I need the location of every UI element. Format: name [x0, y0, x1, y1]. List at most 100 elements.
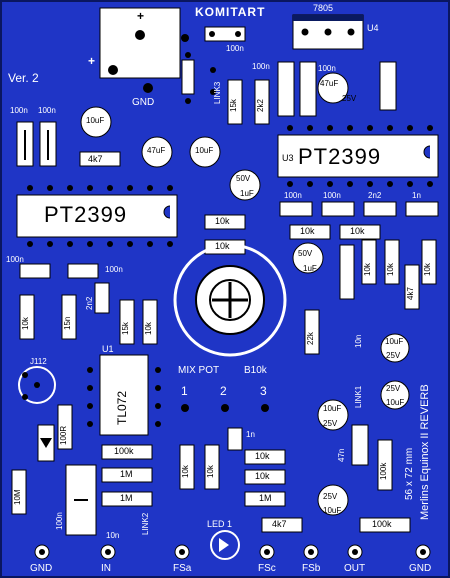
pad-gnd-right: GND — [409, 563, 432, 574]
cap-100n-u3-a: 100n — [284, 191, 302, 200]
diode-5817 — [181, 59, 195, 95]
res-100k-b: 100k — [372, 519, 392, 529]
res-10k-c: 10k — [300, 226, 315, 236]
ic-u2-body — [16, 194, 178, 238]
res-10k-mid: 10k — [144, 322, 153, 335]
u3-designator: U3 — [282, 153, 294, 163]
res-100r: 100R — [59, 425, 68, 445]
ecap-10u-a: 10uF — [86, 116, 105, 125]
link2-label: LINK2 — [141, 512, 150, 535]
res-1m-c: 1M — [259, 493, 272, 503]
ic-tl072-body — [99, 354, 149, 436]
cap-100n-u2-b: 100n — [105, 265, 123, 274]
link3-label: LINK3 — [213, 81, 222, 104]
version-label: Ver. 2 — [8, 71, 39, 85]
ecap-47u-volt: 25V — [342, 94, 357, 103]
ecap-25v-d: 25V — [386, 384, 401, 393]
ecap-47u-b: 47uF — [147, 146, 166, 155]
cap-2n2-left: 2n2 — [85, 296, 94, 310]
res-15k-top: 15k — [229, 99, 238, 112]
pad-out: OUT — [344, 563, 366, 574]
ecap-50v-a: 50V — [236, 174, 251, 183]
power-plus-label: + — [137, 9, 145, 23]
cap-100n-right: 100n — [318, 64, 336, 73]
ecap-1u-a: 1uF — [240, 189, 254, 198]
ecap-10u-e: 10uF — [323, 404, 342, 413]
pot-pin-1: 1 — [181, 384, 188, 398]
ecap-10u-b: 10uF — [195, 146, 214, 155]
cap-100n-mid: 100n — [252, 62, 270, 71]
res-4k7-top: 4k7 — [88, 154, 103, 164]
led-label: LED 1 — [207, 519, 233, 529]
reg-pin-in: IN — [298, 39, 306, 48]
res-4k7-bottom: 4k7 — [272, 519, 287, 529]
power-plus-outer-label: + — [88, 54, 96, 68]
cap-10n-right: 10n — [354, 334, 363, 348]
j112-label: J112 — [30, 357, 47, 366]
pad-fsc: FSc — [258, 563, 276, 574]
res-10k-d: 10k — [350, 226, 365, 236]
cap-10n-bottom: 10n — [106, 531, 120, 540]
board-size: 56 x 72 mm — [404, 447, 415, 500]
res-10k-b2: 10k — [206, 465, 215, 478]
res-100k-a: 100k — [114, 446, 134, 456]
cap-100n-top: 100n — [226, 44, 244, 53]
res-4k7-right: 4k7 — [406, 287, 415, 300]
res-100k-vert: 100k — [379, 462, 388, 480]
pad-in: IN — [101, 563, 111, 574]
diode-5817-label: 5817 — [183, 74, 192, 92]
pot-pin-3: 3 — [260, 384, 267, 398]
ecap-10u-d: 10uF — [386, 398, 405, 407]
link1-label: LINK1 — [354, 385, 363, 408]
ecap-10u-c: 10uF — [385, 337, 404, 346]
cap-1n-u3: 1n — [412, 191, 421, 200]
res-10k-b: 10k — [215, 241, 230, 251]
ecap-25v-f: 25V — [323, 492, 338, 501]
reg-pin-out: OUT — [340, 39, 357, 48]
cap-2n2-u3: 2n2 — [368, 191, 382, 200]
res-10k-b4: 10k — [255, 471, 270, 481]
res-2k2-top: 2k2 — [256, 99, 265, 112]
ic-tl072-label: TL072 — [115, 390, 129, 425]
ic-u2-label: PT2399 — [44, 202, 128, 227]
res-10k-left: 10k — [21, 317, 30, 330]
res-10k-r2: 10k — [386, 263, 395, 276]
cap-100n-left-a: 100n — [10, 106, 28, 115]
cap-15n-left: 15n — [63, 316, 72, 330]
res-10k-b1: 10k — [181, 465, 190, 478]
res-22k: 22k — [306, 332, 315, 345]
pot-pin-2: 2 — [220, 384, 227, 398]
cap-100n-u2-a: 100n — [6, 255, 24, 264]
cap-47n: 47n — [337, 448, 346, 462]
u4-label: U4 — [367, 23, 379, 33]
ecap-25v-e: 25V — [323, 419, 338, 428]
cap-100n-bottom: 100n — [55, 512, 64, 530]
cap-100n-left-b: 100n — [38, 106, 56, 115]
pot-value: B10k — [244, 365, 267, 376]
res-1m-a: 1M — [120, 469, 133, 479]
transistor-j112 — [18, 366, 56, 404]
board-title: Merlins Equinox II REVERB — [419, 384, 431, 520]
mix-pot-ring — [173, 243, 287, 357]
pad-fsb: FSb — [302, 563, 321, 574]
ic-u3-body — [277, 134, 439, 178]
pad-fsa: FSa — [173, 563, 192, 574]
u2-designator: U2 — [20, 211, 32, 221]
brand-label: KOMITART — [195, 5, 266, 19]
regulator-label: 7805 — [313, 3, 334, 13]
power-gnd-label: GND — [132, 97, 155, 108]
res-10k-a: 10k — [215, 216, 230, 226]
led-outline — [210, 530, 240, 560]
pad-gnd-left: GND — [30, 563, 53, 574]
reg-pin-gnd: GND — [318, 39, 336, 48]
res-1m-b: 1M — [120, 493, 133, 503]
cap-1n-bottom: 1n — [246, 430, 255, 439]
res-10k-r1: 10k — [363, 263, 372, 276]
res-10m: 10M — [13, 489, 22, 505]
ecap-25v-c: 25V — [386, 351, 401, 360]
cap-100n-u3-b: 100n — [323, 191, 341, 200]
res-10k-b3: 10k — [255, 451, 270, 461]
ecap-50v-b: 50V — [298, 249, 313, 258]
